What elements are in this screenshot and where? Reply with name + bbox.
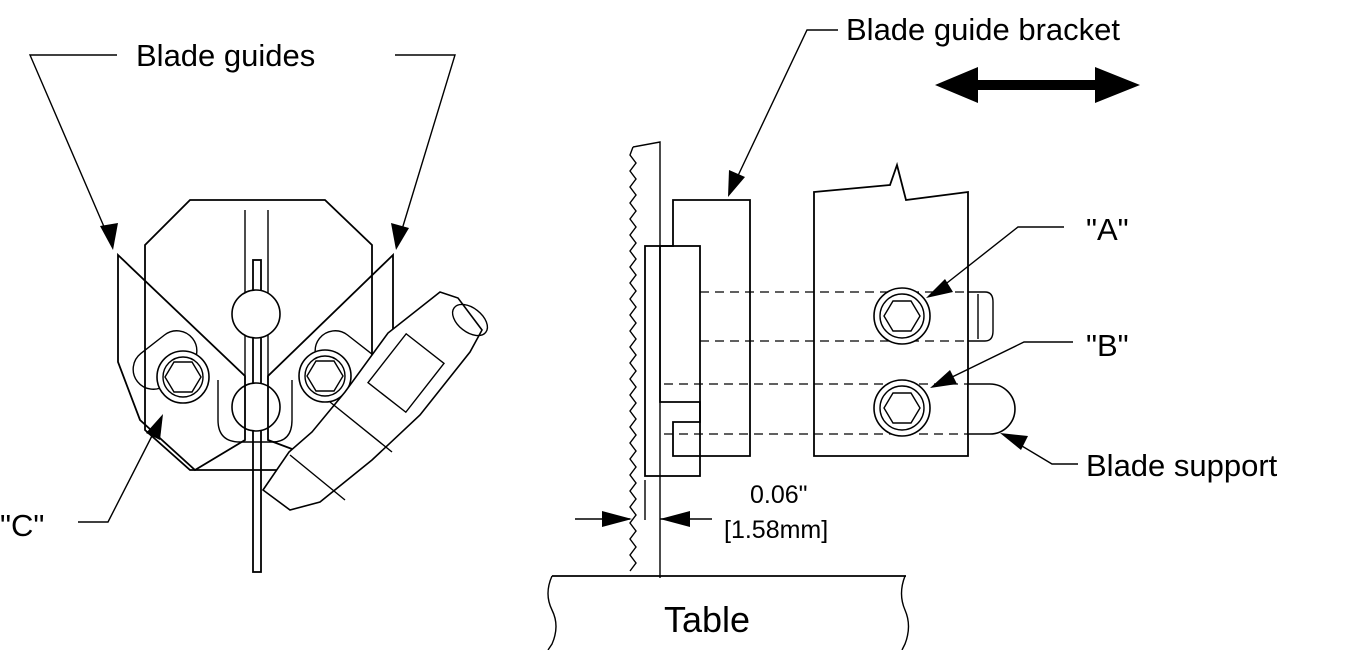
lower-bearing xyxy=(231,382,281,432)
blade-guide-bracket-label: Blade guide bracket xyxy=(846,12,1120,47)
blade-guide-bracket xyxy=(659,199,751,457)
table-label: Table xyxy=(664,599,750,640)
saw-blade-side xyxy=(632,141,661,578)
blade-guides-leaders xyxy=(28,54,456,250)
blade-support-leader xyxy=(1000,433,1078,465)
c-leader xyxy=(78,414,163,523)
clearance-dimension xyxy=(575,480,712,527)
table xyxy=(547,575,910,650)
side-view xyxy=(629,141,1016,578)
clearance-inch: 0.06" xyxy=(750,481,808,509)
front-view xyxy=(117,199,489,573)
cap-screw-right xyxy=(298,349,352,403)
clearance-mm: [1.58mm] xyxy=(724,516,828,544)
b-leader xyxy=(930,341,1073,388)
b-label: "B" xyxy=(1086,328,1129,363)
movement-double-arrow xyxy=(935,67,1140,103)
left-blade-guide xyxy=(117,252,246,472)
blade-teeth xyxy=(629,146,637,572)
blade-guides-label: Blade guides xyxy=(136,38,315,73)
support-post xyxy=(813,161,969,457)
a-label: "A" xyxy=(1086,212,1129,247)
bracket-leader xyxy=(728,29,838,197)
blade-support-side xyxy=(967,383,1016,435)
blade-slot xyxy=(217,380,293,443)
cap-screw-a xyxy=(873,287,931,345)
blade-support-front xyxy=(261,291,489,511)
cap-screw-c xyxy=(156,350,210,404)
cap-screw-b xyxy=(873,379,931,437)
upper-bearing xyxy=(231,289,281,339)
c-label: "C" xyxy=(0,508,44,543)
a-leader xyxy=(926,226,1064,298)
blade-support-label: Blade support xyxy=(1086,448,1278,483)
